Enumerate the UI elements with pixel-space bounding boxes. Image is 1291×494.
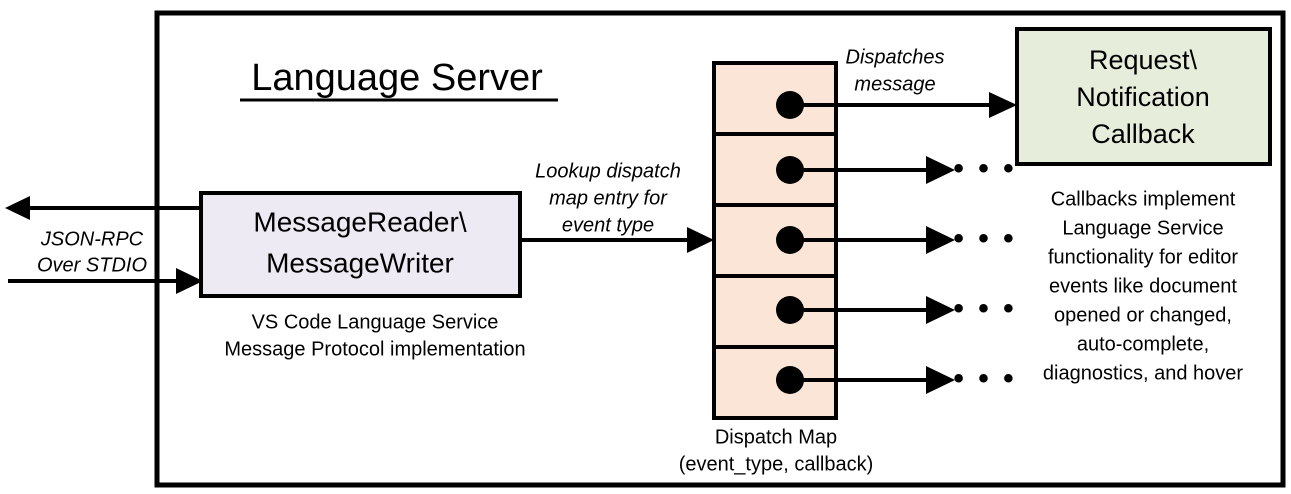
dispatch-edge-2-ellipsis: • • •: [953, 152, 1016, 185]
callback-box-line2: Notification: [1076, 82, 1210, 112]
page-title: Language Server: [251, 57, 543, 99]
callback-description-line-7: diagnostics, and hover: [1043, 362, 1243, 384]
callback-description-line-3: functionality for editor: [1048, 246, 1238, 268]
dispatch-edge-5-arrow-icon: [926, 366, 955, 394]
callback-description-line-6: auto-complete,: [1077, 333, 1209, 355]
callback-description-line-4: events like document: [1049, 275, 1237, 297]
callback-description-line-2: Language Service: [1062, 217, 1223, 239]
message-box-line1: MessageReader\: [253, 206, 466, 237]
dispatch-edge-3-arrow-icon: [926, 226, 955, 254]
request-notification-callback-box[interactable]: [1015, 27, 1272, 166]
dispatch-map-caption-line1: Dispatch Map: [715, 426, 837, 448]
dispatch-edge-4-ellipsis: • • •: [953, 292, 1016, 325]
dispatch-edge-3-ellipsis: • • •: [953, 222, 1016, 255]
language-server-frame: [154, 10, 1286, 488]
external-channel-label-line1: JSON-RPC: [40, 228, 144, 250]
dispatch-edge-4-arrow-icon: [926, 296, 955, 324]
message-box-line2: MessageWriter: [266, 247, 454, 278]
callback-description-line-5: opened or changed,: [1054, 304, 1232, 326]
dispatch-map-caption-line2: (event_type, callback): [679, 453, 874, 475]
message-box-caption-line2: Message Protocol implementation: [224, 338, 525, 360]
message-reader-writer-box[interactable]: [199, 191, 522, 298]
dispatch-edge-5-ellipsis: • • •: [953, 362, 1016, 395]
dispatch-edge-label-line2: message: [854, 73, 935, 95]
dispatch-map-row-5[interactable]: [712, 345, 838, 420]
inbound-arrow-right-icon: [176, 268, 203, 294]
lookup-edge-label-line2: map entry for: [549, 187, 668, 209]
callback-description-line-1: Callbacks implement: [1051, 188, 1236, 210]
outbound-arrow-left-icon: [5, 196, 30, 220]
lookup-edge-label-line3: event type: [562, 214, 654, 236]
lookup-edge-arrow-icon: [687, 227, 714, 253]
callback-box-line3: Callback: [1091, 119, 1195, 149]
external-channel-label-line2: Over STDIO: [37, 254, 147, 276]
dispatch-edge-label-line1: Dispatches: [846, 46, 945, 68]
dispatch-edge-2-arrow-icon: [926, 156, 955, 184]
callback-box-line1: Request\: [1089, 45, 1198, 75]
message-box-caption-line1: VS Code Language Service: [252, 311, 499, 333]
dispatch-map-row-1[interactable]: [712, 61, 838, 136]
lookup-edge-label-line1: Lookup dispatch: [535, 160, 681, 182]
dispatch-edge-1-arrow-icon: [989, 92, 1017, 118]
